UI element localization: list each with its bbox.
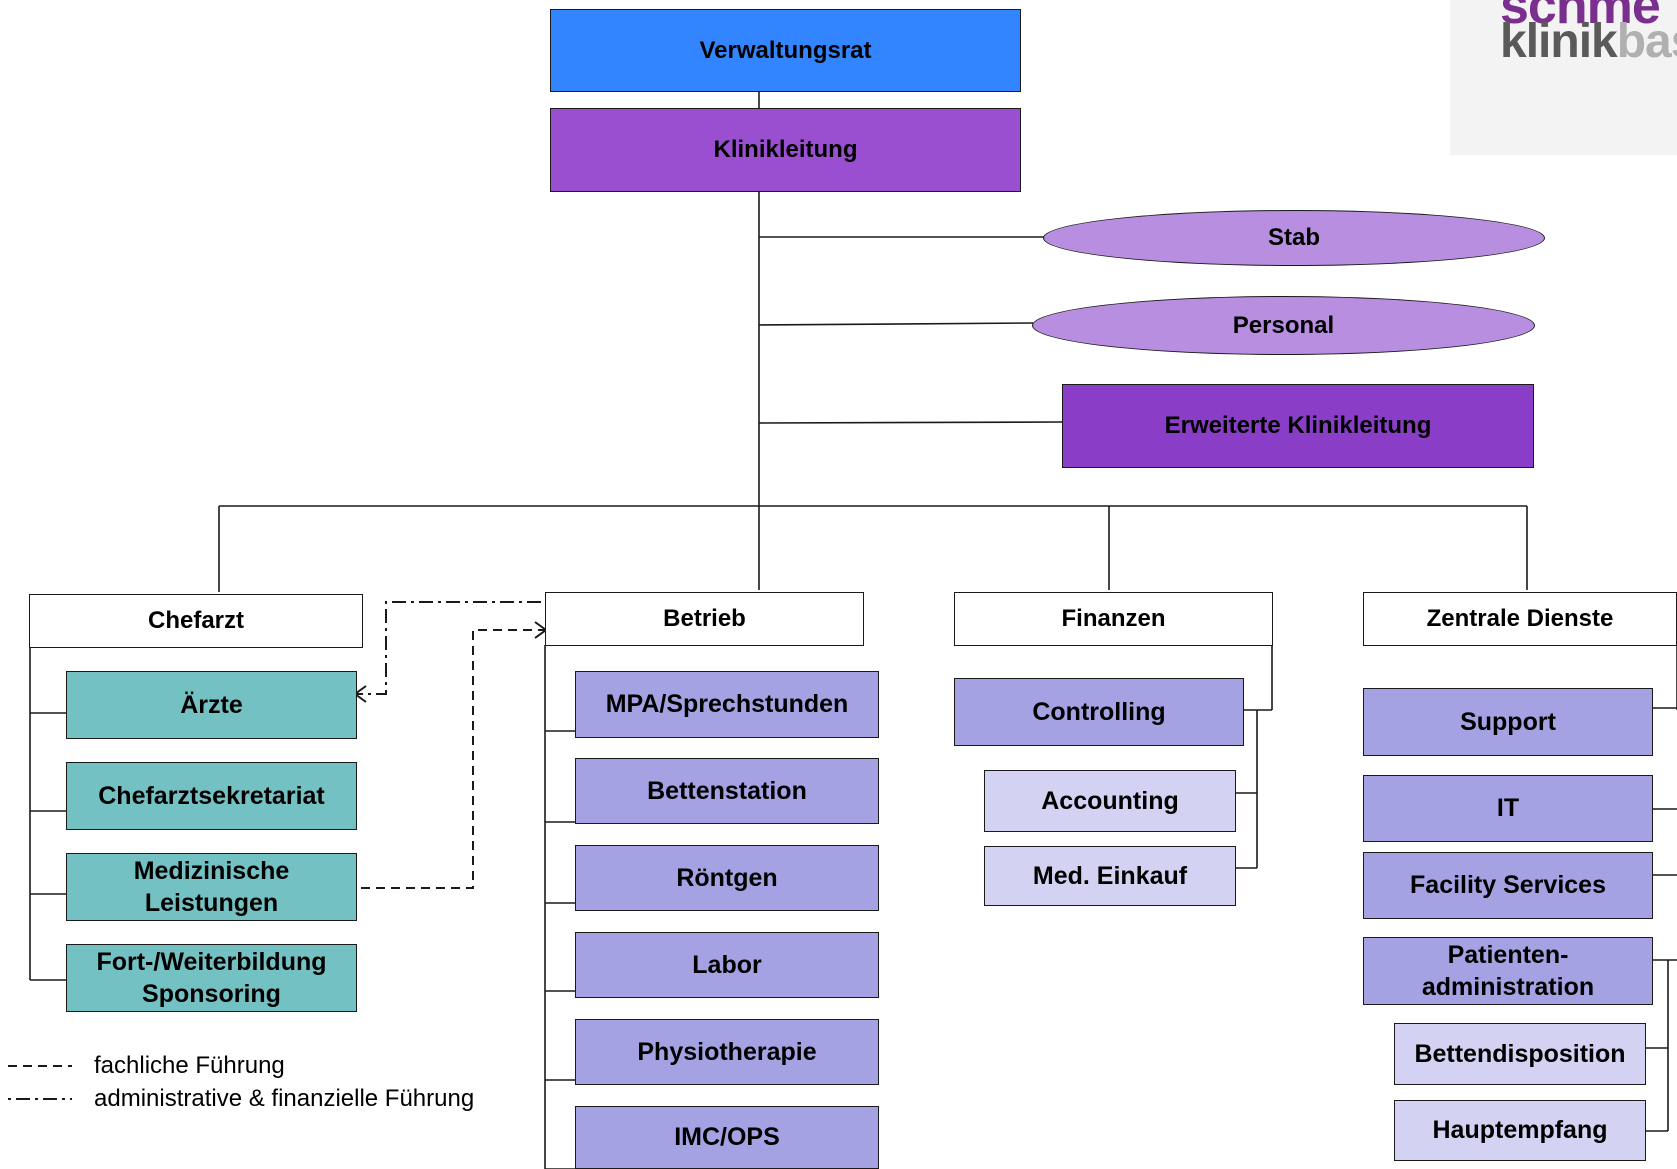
med-einkauf-box: Med. Einkauf xyxy=(984,846,1236,906)
finanzen-header: Finanzen xyxy=(954,592,1273,646)
klinikleitung-box: Klinikleitung xyxy=(550,108,1021,192)
stab-ellipse: Stab xyxy=(1043,210,1545,266)
betrieb-header: Betrieb xyxy=(545,592,864,646)
logo-line1: schme xyxy=(1500,0,1661,35)
bettendisposition-box: Bettendisposition xyxy=(1394,1023,1646,1085)
dashdot-line-icon xyxy=(8,1098,72,1100)
it-box: IT xyxy=(1363,775,1653,842)
chefarztsekretariat-box: Chefarztsekretariat xyxy=(66,762,357,830)
imc-ops-box: IMC/OPS xyxy=(575,1106,879,1169)
hauptempfang-box: Hauptempfang xyxy=(1394,1100,1646,1161)
verwaltungsrat-box: Verwaltungsrat xyxy=(550,9,1021,92)
roentgen-box: Röntgen xyxy=(575,845,879,911)
logo: schme klinikbas xyxy=(1450,0,1677,155)
medizinische-leistungen-box: Medizinische Leistungen xyxy=(66,853,357,921)
support-box: Support xyxy=(1363,688,1653,756)
logo-line2: klinikbas xyxy=(1500,15,1677,68)
legend-dashdot: administrative & finanzielle Führung xyxy=(8,1085,474,1113)
legend-dashdot-label: administrative & finanzielle Führung xyxy=(94,1085,475,1112)
controlling-box: Controlling xyxy=(954,678,1244,746)
patientenadministration-box: Patienten-administration xyxy=(1363,937,1653,1005)
labor-box: Labor xyxy=(575,932,879,998)
zentrale-dienste-header: Zentrale Dienste xyxy=(1363,592,1677,646)
aerzte-box: Ärzte xyxy=(66,671,357,739)
bettenstation-box: Bettenstation xyxy=(575,758,879,824)
legend-dashed: fachliche Führung xyxy=(8,1052,285,1080)
dashed-line-icon xyxy=(8,1065,72,1067)
mpa-sprechstunden-box: MPA/Sprechstunden xyxy=(575,671,879,738)
chefarzt-header: Chefarzt xyxy=(29,594,363,648)
accounting-box: Accounting xyxy=(984,770,1236,832)
facility-services-box: Facility Services xyxy=(1363,852,1653,919)
personal-ellipse: Personal xyxy=(1032,296,1535,355)
legend-dashed-label: fachliche Führung xyxy=(94,1052,285,1079)
fort-weiterbildung-box: Fort-/Weiterbildung Sponsoring xyxy=(66,944,357,1012)
physiotherapie-box: Physiotherapie xyxy=(575,1019,879,1085)
erweiterte-klinikleitung-box: Erweiterte Klinikleitung xyxy=(1062,384,1534,468)
